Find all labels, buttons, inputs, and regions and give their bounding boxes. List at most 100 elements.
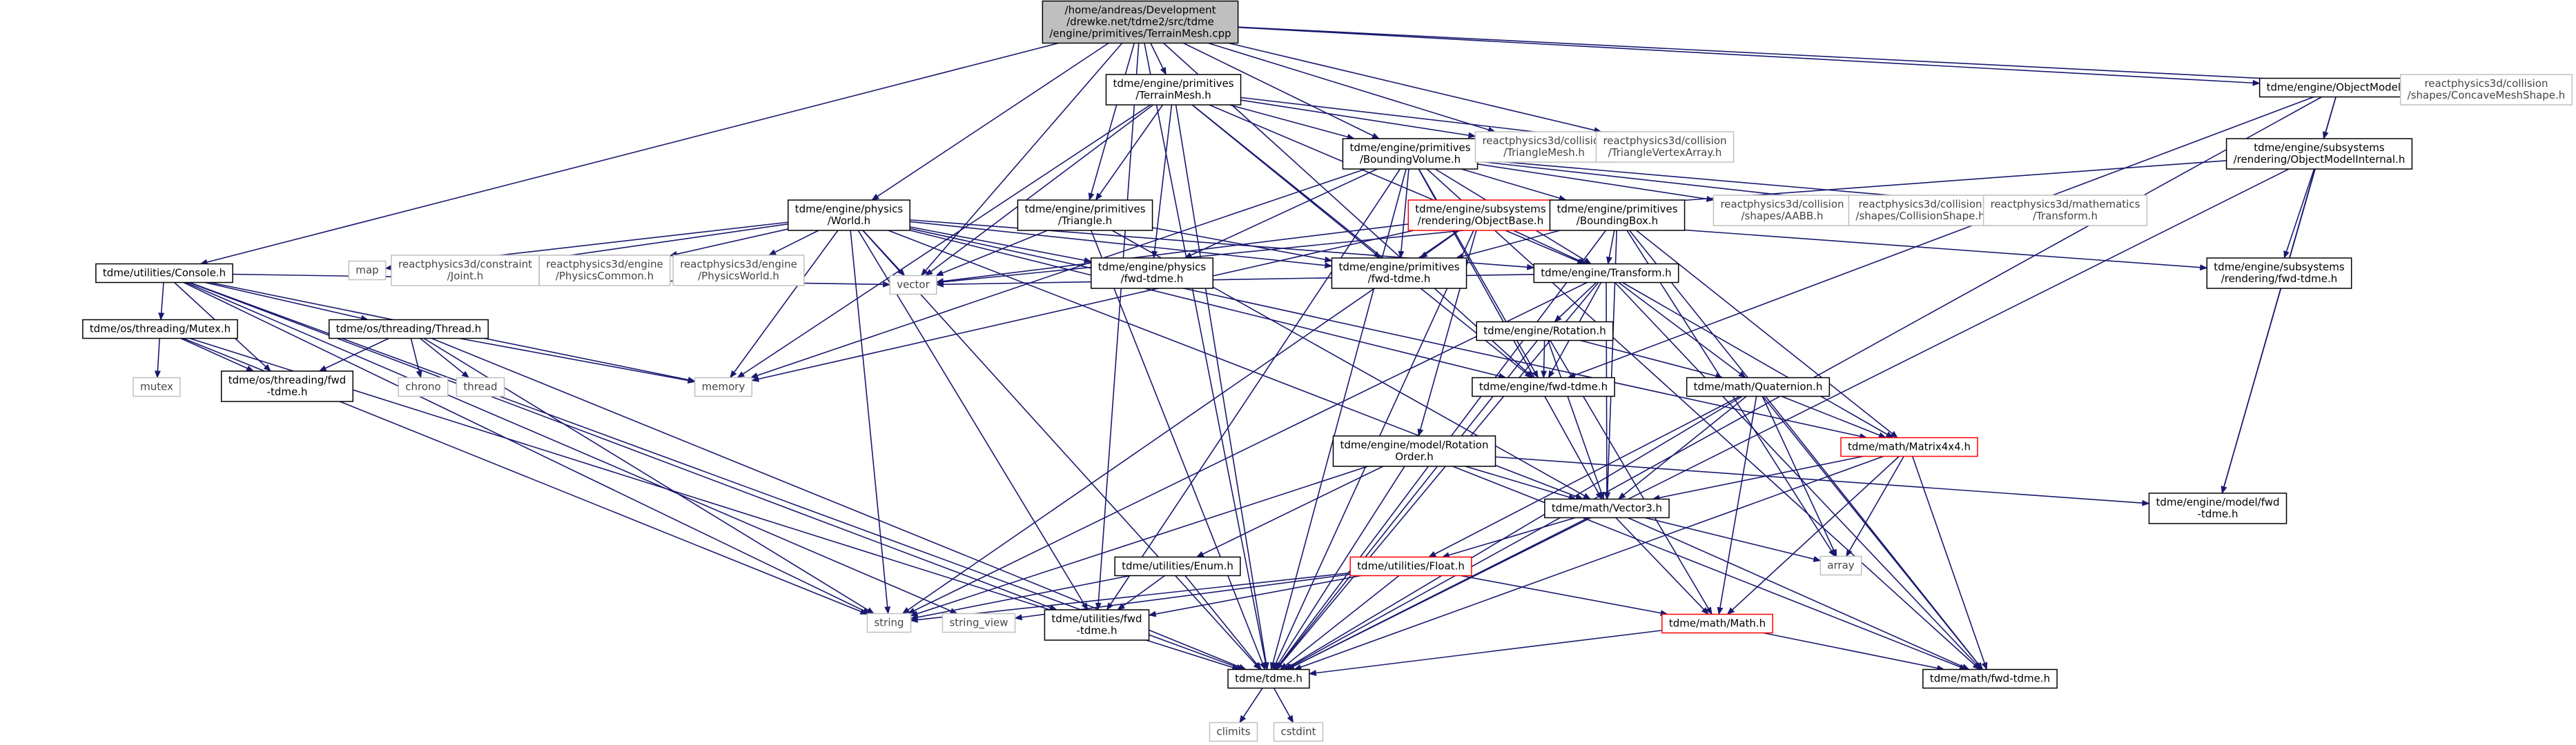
edge-objectbase-to-memory (751, 230, 1414, 382)
node-box (1982, 195, 2148, 226)
node-label-line: Order.h (1395, 450, 1434, 463)
node-box (1209, 722, 1258, 742)
edge-root-to-vector (920, 42, 1123, 277)
node-label-line: tdme/engine/physics (1098, 261, 1207, 273)
node-label-line: /shapes/AABB.h (1741, 210, 1824, 222)
node-quaternion[interactable]: tdme/math/Quaternion.h (1686, 377, 1831, 397)
edge-matrix4x4-to-array (1846, 456, 1904, 557)
node-label-line: chrono (405, 381, 440, 393)
node-objectbase[interactable]: tdme/engine/subsystems/rendering/ObjectB… (1407, 199, 1554, 231)
edge-root-to-concavemesh (1238, 26, 2401, 88)
node-box (1544, 498, 1670, 519)
node-float-h[interactable]: tdme/utilities/Float.h (1349, 556, 1472, 577)
node-label-line: tdme/engine/primitives (1338, 261, 1459, 273)
node-label-line: tdme/os/threading/fwd (228, 374, 347, 386)
node-box (1017, 199, 1153, 231)
edge-boundingvolume-to-tdme-h (1269, 168, 1407, 670)
edge-terrainmesh-h-to-transform-h (1209, 104, 1585, 265)
edge-quaternion-to-matrix4x4 (1781, 395, 1887, 439)
edge-boundingvolume-to-aabb (1477, 163, 1715, 202)
edge-objmodelinternal-to-tdme-h (1286, 168, 2290, 670)
edge-quaternion-to-tdme-h (1283, 395, 1743, 670)
node-box (1848, 195, 1993, 226)
edge-matrix4x4-to-tdme-h (1294, 455, 1884, 670)
edge-root-to-boundingvolume (1183, 42, 1380, 139)
node-math-h[interactable]: tdme/math/Math.h (1661, 613, 1773, 634)
node-primitivesfwd[interactable]: tdme/engine/primitives/fwd-tdme.h (1331, 257, 1467, 289)
edge-terrainmesh-h-to-trianglemesh (1240, 99, 1476, 139)
edge-terrainmesh-h-to-boundingvolume (1229, 104, 1355, 140)
edge-world-h-to-matrix4x4 (910, 228, 1868, 439)
node-utilitiesfwd[interactable]: tdme/utilities/fwd-tdme.h (1044, 609, 1150, 641)
node-concavemesh: reactphysics3d/collision/shapes/ConcaveM… (2399, 74, 2573, 106)
node-mathfwd[interactable]: tdme/math/fwd-tdme.h (1922, 668, 2058, 689)
node-threadingfwd[interactable]: tdme/os/threading/fwd-tdme.h (220, 370, 354, 402)
edge-vector3-to-tdme-h (1286, 517, 1589, 670)
node-matrix4x4[interactable]: tdme/math/Matrix4x4.h (1840, 437, 1978, 457)
edge-console-h-to-string (183, 281, 871, 615)
edge-boundingbox-to-mathfwd (1629, 230, 1983, 670)
edge-world-h-to-physicsfwd (910, 226, 1092, 264)
node-modelfwd[interactable]: tdme/engine/model/fwd-tdme.h (2148, 493, 2287, 524)
edge-rotation-h-to-quaternion (1580, 339, 1724, 379)
edge-triangle-h-to-tdme-h (1090, 230, 1266, 670)
node-label-line: climits (1216, 726, 1250, 738)
node-label-line: /drewke.net/tdme2/src/tdme (1066, 16, 1214, 28)
node-label-line: tdme/engine/model/Rotation (1340, 439, 1488, 451)
node-label-line: tdme/math/Quaternion.h (1694, 381, 1823, 393)
node-tdme-h[interactable]: tdme/tdme.h (1227, 668, 1310, 689)
node-objectmodel-h[interactable]: tdme/engine/ObjectModel.h (2258, 77, 2419, 98)
node-box (1331, 257, 1467, 289)
node-box (220, 370, 354, 402)
node-terrainmesh-h[interactable]: tdme/engine/primitives/TerrainMesh.h (1105, 74, 1242, 106)
node-enginefwd[interactable]: tdme/engine/fwd-tdme.h (1472, 377, 1615, 397)
node-rotation-h[interactable]: tdme/engine/Rotation.h (1476, 321, 1614, 341)
edge-thread-h-to-threadingfwd (318, 337, 389, 372)
node-box (1342, 138, 1479, 170)
node-mutex-h[interactable]: tdme/os/threading/Mutex.h (82, 319, 238, 339)
node-console-h[interactable]: tdme/utilities/Console.h (95, 263, 233, 284)
node-root[interactable]: /home/andreas/Development/drewke.net/tdm… (1042, 0, 1239, 44)
node-world-h[interactable]: tdme/engine/physics/World.h (788, 199, 910, 231)
node-string-view: string_view (941, 613, 1016, 633)
node-label-line: tdme/engine/model/fwd (2156, 496, 2279, 508)
node-renderingfwd[interactable]: tdme/engine/subsystems/rendering/fwd-tdm… (2206, 257, 2352, 289)
edge-console-h-to-thread-h (204, 281, 369, 321)
node-box (1661, 613, 1773, 634)
node-box (2206, 257, 2352, 289)
edge-console-h-to-mutex-h (158, 282, 165, 321)
node-objmodelinternal[interactable]: tdme/engine/subsystems/rendering/ObjectM… (2225, 138, 2413, 170)
node-physicsfwd[interactable]: tdme/engine/physics/fwd-tdme.h (1091, 257, 1213, 289)
edge-terrainmesh-h-to-physicsfwd (1151, 104, 1173, 259)
node-box (1105, 74, 1242, 106)
edge-float-h-to-tdme-h (1280, 575, 1400, 670)
node-label-line: tdme/math/Matrix4x4.h (1848, 441, 1971, 453)
node-label-line: vector (897, 279, 930, 291)
edge-math-h-to-tdme-h (1308, 630, 1662, 676)
edge-float-h-to-string (910, 572, 1351, 623)
node-triangle-h[interactable]: tdme/engine/primitives/Triangle.h (1017, 199, 1153, 231)
node-box (1922, 668, 2058, 689)
edge-thread-h-to-memory (459, 337, 696, 384)
node-boundingvolume[interactable]: tdme/engine/primitives/BoundingVolume.h (1342, 138, 1479, 170)
edge-terrainmesh-h-to-triangle-h (1095, 104, 1164, 201)
node-trianglemesh: reactphysics3d/collision/TriangleMesh.h (1474, 131, 1614, 163)
node-collisionshape: reactphysics3d/collision/shapes/Collisio… (1848, 195, 1993, 226)
node-label-line: /Joint.h (447, 270, 484, 282)
node-label-line: reactphysics3d/collision (1858, 198, 1982, 210)
node-box (2148, 493, 2287, 524)
node-box (1042, 0, 1239, 44)
edge-console-h-to-utilitiesfwd (188, 281, 1057, 610)
edge-objectbase-to-string (901, 230, 1459, 615)
node-enum-h[interactable]: tdme/utilities/Enum.h (1114, 556, 1241, 577)
node-thread-h[interactable]: tdme/os/threading/Thread.h (329, 319, 489, 339)
node-box (1840, 437, 1978, 457)
node-label-line: tdme/engine/primitives (1024, 203, 1145, 215)
edge-world-h-to-constraintjoint (538, 223, 788, 262)
node-vector3[interactable]: tdme/math/Vector3.h (1544, 498, 1670, 519)
node-label-line: -tdme.h (2198, 508, 2238, 520)
edge-terrainmesh-h-to-enginefwd (1191, 104, 1533, 379)
node-boundingbox[interactable]: tdme/engine/primitives/BoundingBox.h (1549, 199, 1686, 231)
node-transform-h[interactable]: tdme/engine/Transform.h (1533, 263, 1679, 284)
